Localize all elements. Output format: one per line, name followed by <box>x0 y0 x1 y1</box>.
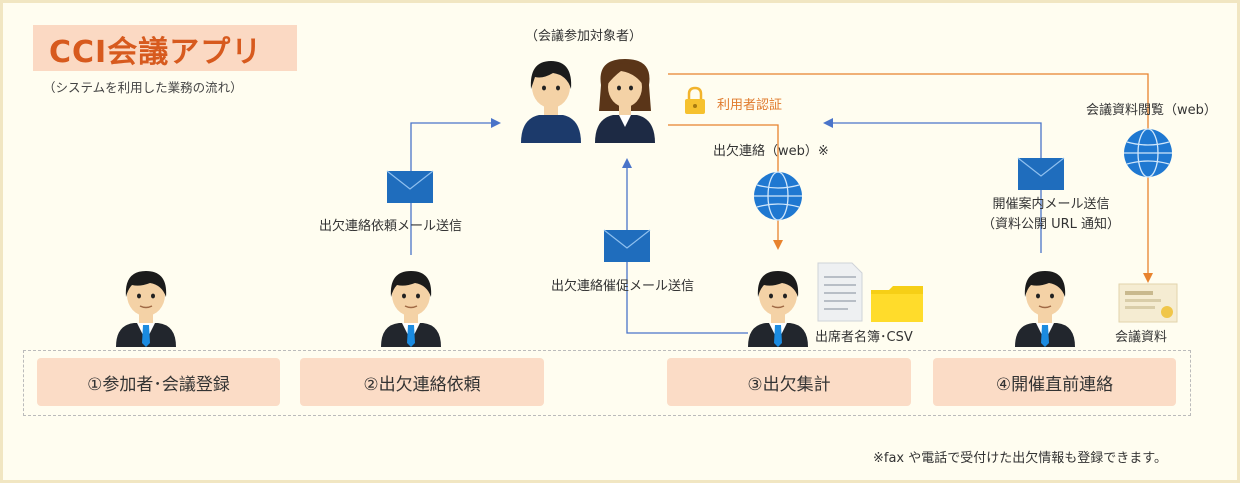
title-background <box>33 25 297 71</box>
step-1: ①参加者･会議登録 <box>37 358 280 406</box>
envelope-icon <box>1017 157 1065 190</box>
participants-label: （会議参加対象者） <box>525 29 643 44</box>
auth-label: 利用者認証 <box>717 98 783 113</box>
page-subtitle: （システムを利用した業務の流れ） <box>43 80 243 95</box>
footnote: ※fax や電話で受付けた出欠情報も登録できます。 <box>873 451 1167 466</box>
step-2: ②出欠連絡依頼 <box>300 358 544 406</box>
document-icon <box>817 262 863 322</box>
step-4: ④開催直前連絡 <box>933 358 1176 406</box>
request-mail-label: 出欠連絡依頼メール送信 <box>319 219 463 234</box>
steps-container <box>23 350 1191 416</box>
materials-label: 会議資料 <box>1115 330 1168 345</box>
envelope-icon <box>386 170 434 203</box>
man-icon <box>747 270 809 348</box>
roster-label: 出席者名簿･CSV <box>815 330 913 345</box>
man-icon <box>115 270 177 348</box>
certificate-icon <box>1118 283 1178 323</box>
woman-icon <box>595 59 655 143</box>
step-3: ③出欠集計 <box>667 358 911 406</box>
folder-icon <box>871 286 923 322</box>
meeting-notice-label: 開催案内メール送信 （資料公開 URL 通知） <box>963 195 1139 235</box>
lock-icon <box>685 86 705 114</box>
globe-icon <box>1124 128 1172 178</box>
meeting-notice-line1: 開催案内メール送信 <box>992 197 1110 212</box>
man-icon <box>1014 270 1076 348</box>
materials-web-label: 会議資料閲覧（web） <box>1086 103 1217 118</box>
man-icon <box>521 61 581 143</box>
envelope-icon <box>603 229 651 262</box>
man-icon <box>380 270 442 348</box>
globe-icon <box>754 171 802 221</box>
meeting-notice-line2: （資料公開 URL 通知） <box>981 217 1121 232</box>
attendance-web-label: 出欠連絡（web）※ <box>713 144 829 159</box>
page-title: CCI会議アプリ <box>49 35 263 70</box>
reminder-mail-label: 出欠連絡催促メール送信 <box>551 279 695 294</box>
flow-lines <box>115 59 1178 348</box>
